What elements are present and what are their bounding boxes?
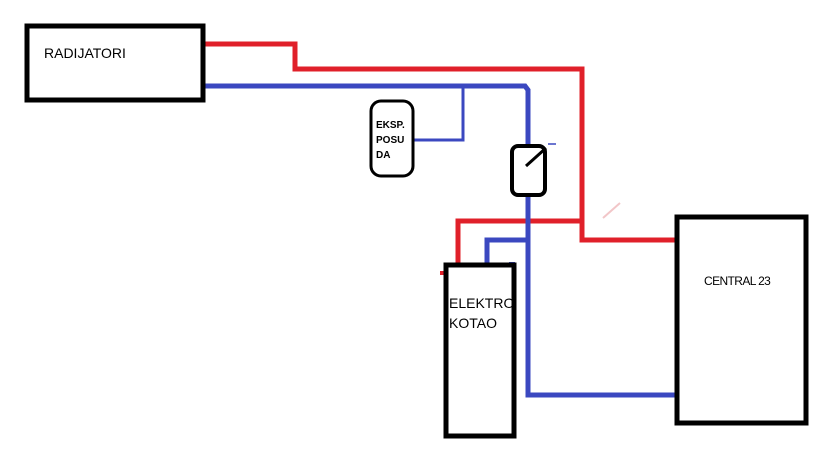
expansion-vessel-label-line-3: DA <box>376 150 390 161</box>
radiators-label: RADIJATORI <box>44 45 126 61</box>
pipe-return-branch-to-elektro <box>484 237 531 268</box>
expansion-vessel[interactable]: EKSP. POSU DA <box>369 99 415 178</box>
radiators[interactable]: RADIJATORI <box>24 23 206 103</box>
pipe-supply-radiators-to-main <box>202 41 679 243</box>
electric-boiler-label-line-2: KOTAO <box>449 315 497 331</box>
electric-boiler-box <box>443 262 517 439</box>
expansion-vessel-label-line-1: EKSP. <box>376 120 405 131</box>
central-boiler[interactable]: CENTRAL 23 <box>674 214 809 426</box>
pump-arrow-icon <box>524 146 548 168</box>
pipe-return-radiators-to-pump <box>202 83 531 149</box>
faint-mark <box>602 202 621 219</box>
central-boiler-box <box>674 214 809 426</box>
radiators-box <box>24 23 206 103</box>
expansion-vessel-box <box>369 99 415 178</box>
pump[interactable] <box>510 143 556 197</box>
expansion-vessel-label-line-2: POSU <box>376 135 404 146</box>
pipe-return-pump-to-central <box>525 192 679 398</box>
hot-pipes <box>202 41 679 275</box>
electric-boiler[interactable]: ELEKTRO KOTAO <box>443 262 517 439</box>
central-boiler-label: CENTRAL 23 <box>704 274 771 288</box>
electric-boiler-label-line-1: ELEKTRO <box>449 295 514 311</box>
pipe-return-branch-to-expansion <box>412 84 465 142</box>
pipe-supply-branch-to-elektro <box>455 218 585 268</box>
